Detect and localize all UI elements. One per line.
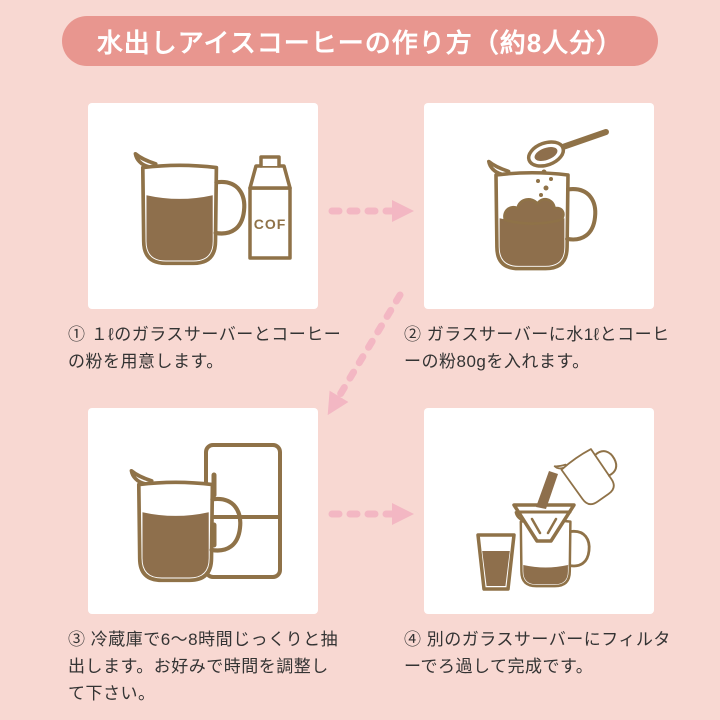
package-label: COF [254, 216, 287, 232]
grounds-mound-icon [503, 197, 565, 225]
filtering-into-server-icon [476, 434, 631, 591]
step-1-caption: ① １ℓのガラスサーバーとコーヒーの粉を用意します。 [68, 325, 342, 372]
glass-server-and-coffee-package-icon: COF [108, 124, 292, 289]
page-title: 水出しアイスコーヒーの作り方（約8人分） [96, 27, 624, 58]
pouring-server-icon [553, 434, 631, 511]
step-3: ③ 冷蔵庫で6〜8時間じっくりと抽出します。お好みで時間を調整して下さい。 [68, 408, 338, 708]
server-in-refrigerator-icon [108, 442, 282, 594]
step-4: ④ 別のガラスサーバーにフィルターでろ過して完成です。 [404, 408, 670, 680]
falling-powder-icon [536, 169, 553, 197]
arrow-step2-to-step3-icon [327, 291, 404, 416]
glass-server-icon [135, 153, 244, 262]
adding-coffee-grounds-icon [444, 128, 609, 289]
step-2: ② ガラスサーバーに水1ℓとコーヒーの粉80gを入れます。 [404, 103, 669, 375]
spoon-icon [526, 128, 609, 168]
step-3-illustration-panel [88, 408, 318, 614]
glass-server-icon [131, 470, 240, 579]
coffee-package-icon: COF [248, 154, 292, 260]
title-banner: 水出しアイスコーヒーの作り方（約8人分） [62, 16, 658, 66]
step-3-caption: ③ 冷蔵庫で6〜8時間じっくりと抽出します。お好みで時間を調整して下さい。 [68, 630, 339, 704]
step-1: COF ① １ℓのガラスサーバーとコーヒーの粉を用意します。 [68, 103, 341, 375]
pour-stream-icon [536, 470, 558, 509]
step-1-illustration-panel: COF [88, 103, 318, 309]
glass-cup-icon [476, 532, 516, 591]
step-2-illustration-panel [424, 103, 654, 309]
filter-cone-icon [512, 502, 576, 543]
bottom-server-icon [514, 510, 591, 587]
glass-server-icon [489, 161, 595, 268]
refrigerator-icon [204, 442, 282, 579]
step-4-caption: ④ 別のガラスサーバーにフィルターでろ過して完成です。 [404, 630, 671, 677]
step-4-illustration-panel [424, 408, 654, 614]
step-2-caption: ② ガラスサーバーに水1ℓとコーヒーの粉80gを入れます。 [404, 325, 670, 372]
